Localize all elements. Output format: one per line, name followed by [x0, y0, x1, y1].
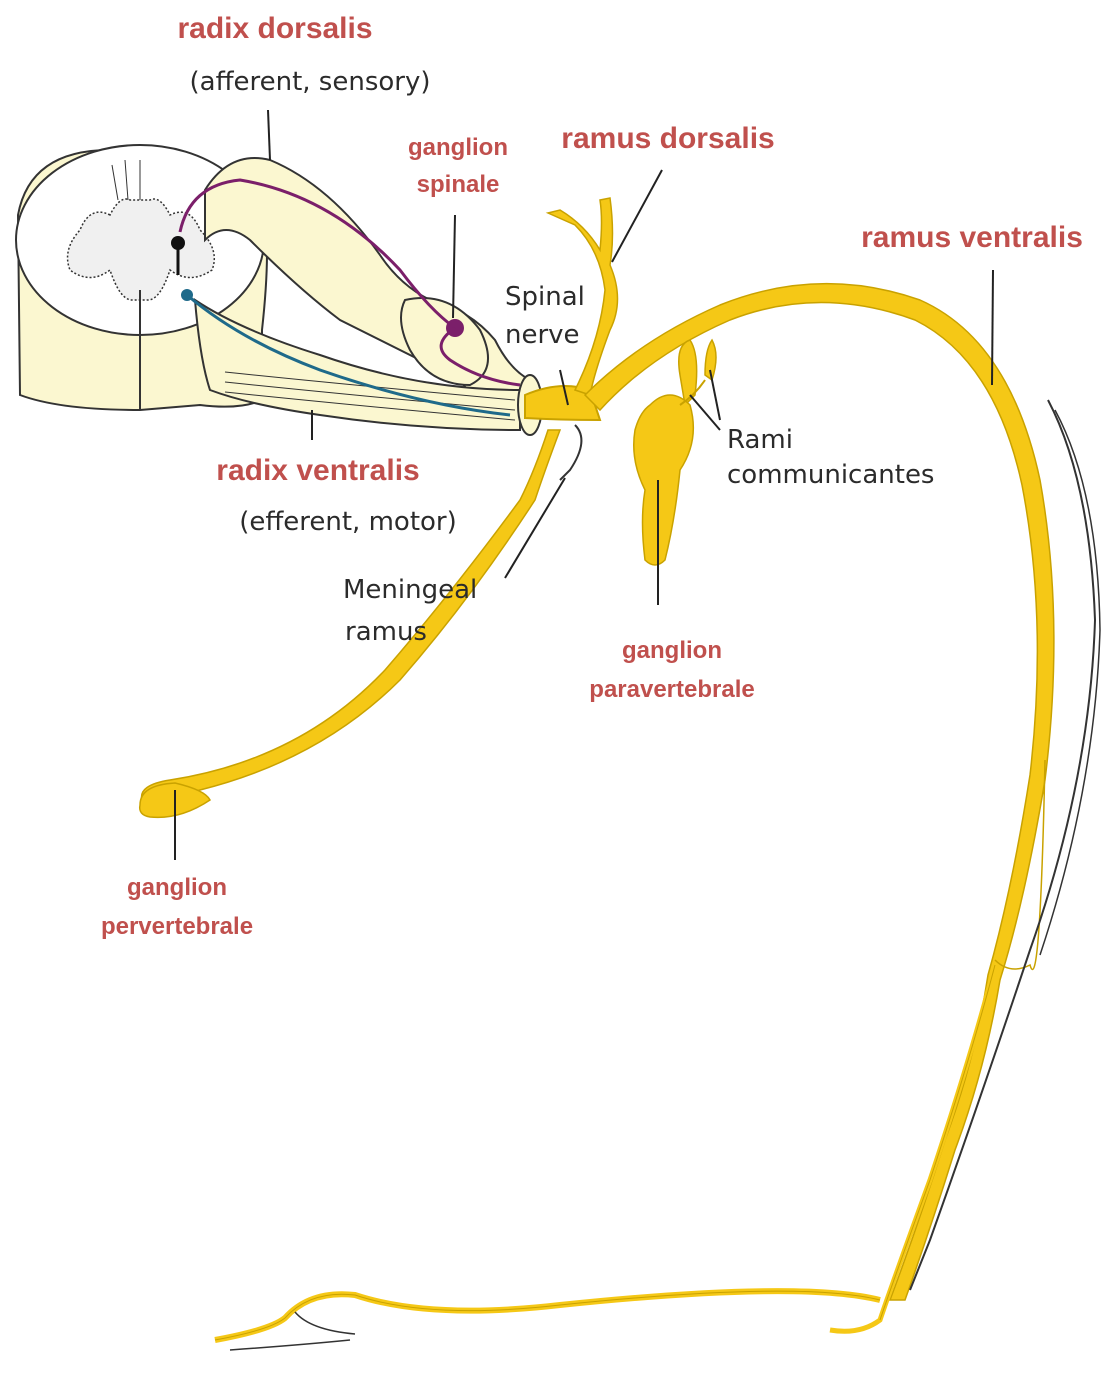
label-ganglion-pervertebrale-1: ganglion [127, 874, 227, 901]
label-meningeal-2: ramus [345, 617, 427, 647]
leader-radix-dorsalis [268, 110, 270, 160]
label-ramus-ventralis: ramus ventralis [861, 221, 1083, 254]
label-rami-comm-1: Rami [727, 425, 793, 455]
label-ganglion-paravertebrale-1: ganglion [622, 637, 722, 664]
label-radix-ventralis-sub: (efferent, motor) [239, 507, 457, 537]
label-spinal-nerve-1: Spinal [505, 282, 585, 312]
label-ganglion-paravertebrale-2: paravertebrale [589, 676, 754, 703]
label-radix-dorsalis-sub: (afferent, sensory) [190, 67, 431, 97]
leader-ramus-dorsalis [612, 170, 662, 262]
leader-ganglion-spinale [453, 215, 455, 318]
leader-ramus-ventralis [992, 270, 993, 385]
label-rami-comm-2: communicantes [727, 460, 934, 490]
leader-rami-2 [710, 370, 720, 420]
label-radix-ventralis: radix ventralis [216, 454, 419, 487]
label-ganglion-pervertebrale-2: pervertebrale [101, 913, 253, 940]
label-ganglion-spinale-2: spinale [417, 171, 500, 198]
label-spinal-nerve-2: nerve [505, 320, 580, 350]
label-ganglion-spinale-1: ganglion [408, 134, 508, 161]
labels: radix dorsalis (afferent, sensory) gangl… [101, 12, 1083, 940]
label-radix-dorsalis: radix dorsalis [177, 12, 372, 45]
label-ramus-dorsalis: ramus dorsalis [561, 122, 774, 155]
label-meningeal-1: Meningeal [343, 575, 477, 605]
